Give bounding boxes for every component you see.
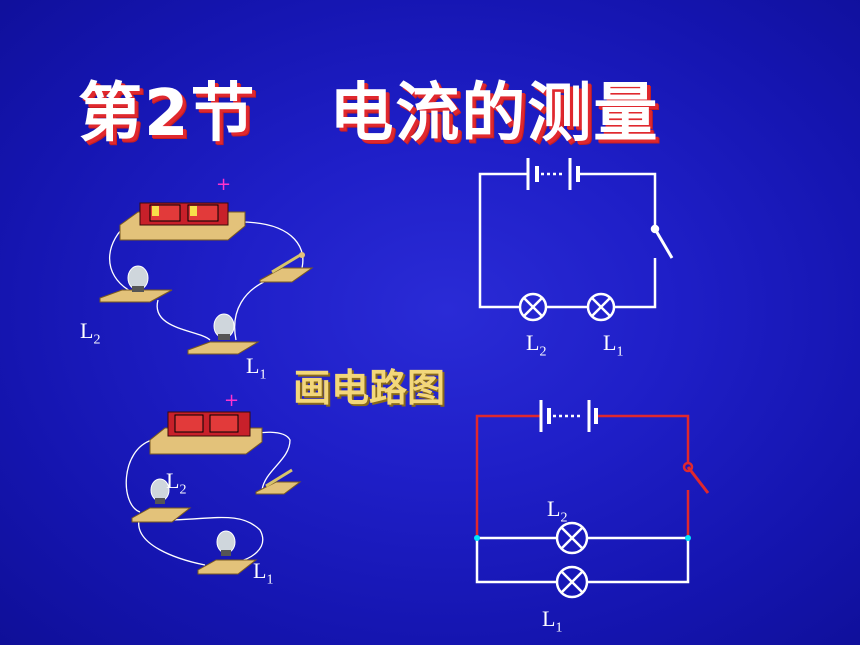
p-lamp-l1-symbol [555, 565, 589, 599]
p-wire-2 [164, 516, 264, 563]
lamp-l2-symbol [518, 292, 548, 322]
positive-terminal-mark-bottom: + [224, 390, 240, 411]
positive-terminal-mark-top: + [216, 174, 232, 195]
wire-lamp1-to-switch [234, 279, 269, 341]
knife-switch-image [259, 252, 314, 283]
parallel-circuit-diagram [474, 400, 710, 599]
slide-title: 第2节 电流的测量 [78, 77, 660, 151]
label-l1-parallel: L1 [542, 606, 563, 636]
junction-dot-right [685, 535, 691, 541]
label-l1-physical-top: L1 [246, 353, 267, 383]
p-lamp-l2-symbol [555, 521, 589, 555]
label-l1-physical-bottom: L1 [253, 558, 274, 588]
label-l2-parallel: L2 [547, 496, 568, 526]
switch-lever [653, 228, 674, 259]
p-lamp-l1-image [197, 530, 258, 575]
lamp-l2-image [99, 265, 173, 303]
physical-parallel-circuit [125, 411, 302, 575]
junction-dot-left [474, 535, 480, 541]
draw-circuit-heading: 画电路图 [293, 366, 446, 410]
series-wire-right-lower [614, 258, 657, 309]
series-wire-top-right [578, 172, 657, 228]
p-lamp-l2-image [131, 478, 192, 523]
label-l2-physical-top: L2 [80, 318, 101, 348]
label-l1-series: L1 [603, 330, 624, 360]
label-l2-physical-bottom: L2 [166, 468, 187, 498]
label-l2-series: L2 [526, 330, 547, 360]
p-wire-1 [125, 439, 153, 513]
lamp-l1-image [187, 313, 260, 355]
p-wire-3 [138, 515, 206, 566]
series-circuit-diagram [478, 158, 674, 322]
branch-l1-wire [475, 538, 690, 584]
parallel-wire-top-left [475, 414, 541, 538]
series-wire-top-left [478, 172, 528, 309]
physical-series-circuit [99, 202, 314, 355]
p-switch-lever [686, 466, 710, 494]
p-battery-holder-image [149, 411, 263, 455]
lamp-l1-symbol [586, 292, 616, 322]
wire-switch-to-battery [239, 221, 304, 275]
parallel-wire-top-right [596, 414, 690, 463]
wire-lamp2-to-lamp1 [156, 299, 211, 341]
battery-holder-image [119, 202, 246, 241]
p-switch-pivot [682, 461, 694, 473]
p-knife-switch-image [255, 468, 302, 495]
